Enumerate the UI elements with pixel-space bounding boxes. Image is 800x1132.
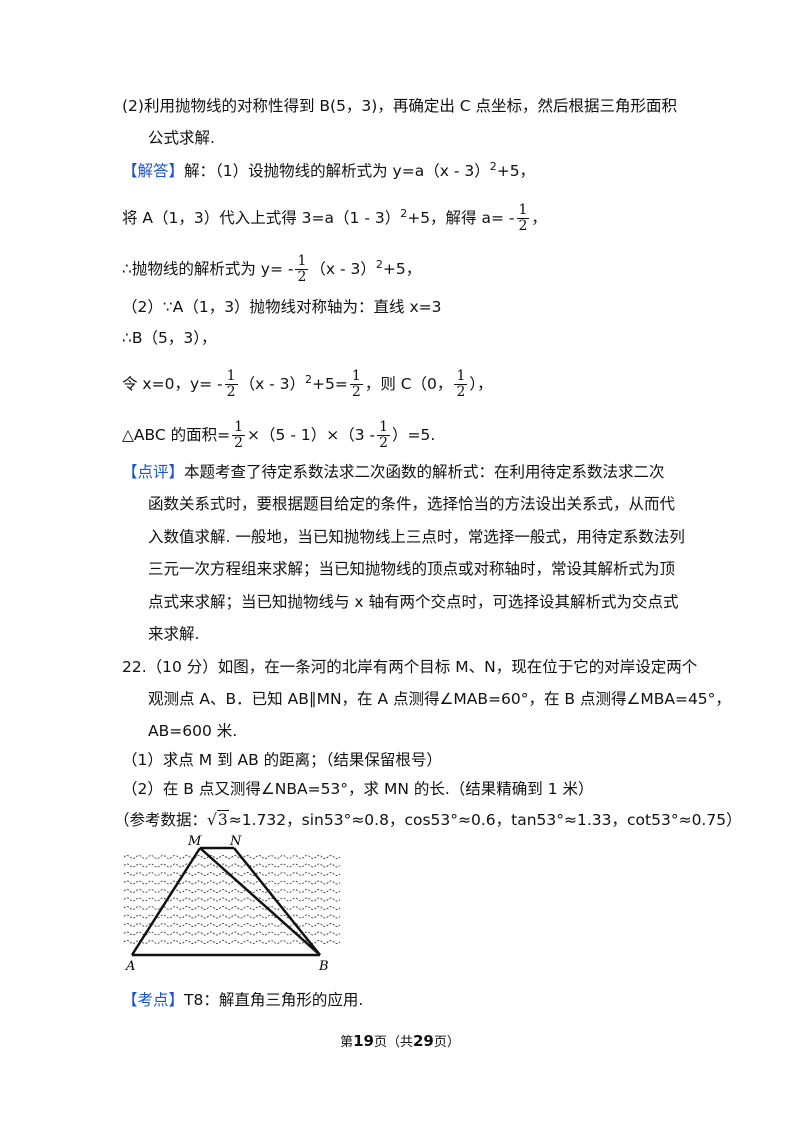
wave-line [123,863,341,868]
page-number: 19 [353,1032,374,1050]
comment-line-5: 点式来求解；当已知抛物线与 x 轴有两个交点时，可选择设其解析式为交点式 [148,593,679,611]
wave-line [123,906,341,910]
question-22-line-3: AB=600 米. [148,722,238,740]
river-diagram: M N A B [123,835,341,973]
answer-line-4: （2）∵A（1，3）抛物线对称轴为：直线 x=3 [122,298,442,316]
label-B: B [318,959,329,973]
answer-line-5: ∴B（5，3）， [122,329,217,347]
line-BM [199,847,321,956]
question-22-part-1: （1）求点 M 到 AB 的距离；（结果保留根号） [122,751,442,769]
comment-line-6: 来求解. [148,625,200,643]
key-point-tag: 【考点】 [122,991,185,1009]
solution-hint-line-1: (2)利用抛物线的对称性得到 B(5，3)，再确定出 C 点坐标，然后根据三角形… [122,97,678,115]
wave-line [123,931,341,936]
label-N: N [229,835,242,849]
wave-line [123,914,341,919]
page-footer: 第19页（共29页） [340,1032,460,1050]
reference-data: （参考数据：√3≈1.732，sin53°≈0.8，cos53°≈0.6，tan… [114,810,742,829]
solution-hint-line-2: 公式求解. [148,129,215,147]
question-22-line-1: 22.（10 分）如图，在一条河的北岸有两个目标 M、N，现在位于它的对岸设定两… [122,658,698,676]
answer-tag: 【解答】 [122,162,185,180]
comment-line-2: 函数关系式时，要根据题目给定的条件，选择恰当的方法设出关系式，从而代 [148,495,676,513]
line-AM [130,847,202,956]
comment-line-3: 入数值求解. 一般地，当已知抛物线上三点时，常选择一般式，用待定系数法列 [148,528,685,546]
river-waves [123,855,341,944]
wave-line [123,889,341,893]
line-BN [233,847,321,956]
wave-line [123,855,341,859]
wave-line [123,872,341,876]
wave-line [123,923,341,927]
question-22-part-2: （2）在 B 点又测得∠NBA=53°，求 MN 的长.（结果精确到 1 米） [122,780,594,798]
wave-line [123,880,341,885]
label-M: M [187,835,202,849]
page-total: 29 [413,1032,434,1050]
comment-line-1: 【点评】本题考查了待定系数法求二次函数的解析式：在利用待定系数法求二次 [122,463,665,481]
comment-line-4: 三元一次方程组来求解；当已知抛物线的顶点或对称轴时，常设其解析式为顶 [148,560,676,578]
wave-line [123,897,341,902]
key-point-line: 【考点】T8：解直角三角形的应用. [122,991,364,1009]
question-22-line-2: 观测点 A、B．已知 AB∥MN，在 A 点测得∠MAB=60°，在 B 点测得… [148,690,731,708]
sqrt-three: √3 [207,810,229,829]
comment-tag: 【点评】 [122,463,185,481]
label-A: A [125,959,135,973]
answer-line-1: 【解答】解：（1）设抛物线的解析式为 y=a（x - 3）2+5， [122,159,536,180]
